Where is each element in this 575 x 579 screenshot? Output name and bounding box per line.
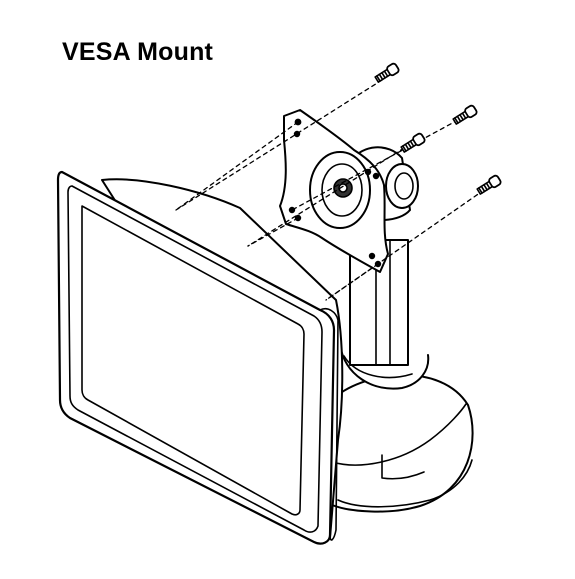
screw-1 <box>374 62 400 83</box>
vesa-plate <box>279 109 389 273</box>
screw-3 <box>400 132 426 153</box>
stand-base <box>331 374 474 513</box>
screw-2 <box>452 104 478 125</box>
monitor <box>56 170 344 545</box>
screw-4 <box>476 174 502 195</box>
alignment-lines <box>175 79 485 301</box>
figure-title: VESA Mount <box>62 38 214 66</box>
